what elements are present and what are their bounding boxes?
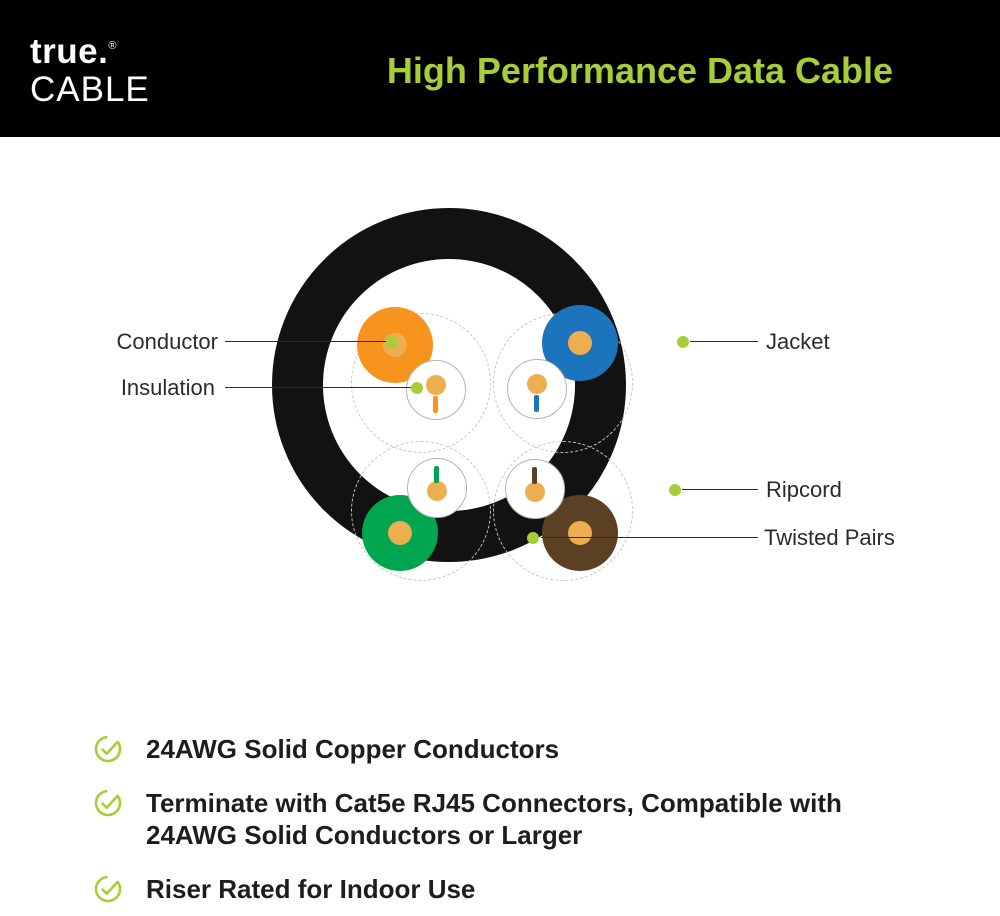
logo-text-true: true.® [30,34,150,69]
check-icon [94,735,122,763]
insulation-circle-bottom-left [407,458,467,518]
feature-item: 24AWG Solid Copper Conductors [93,733,935,766]
insulation-stripe-brown [532,467,537,484]
conductor-dot [527,374,547,394]
conductor-core-brown [568,521,592,545]
feature-text: Terminate with Cat5e RJ45 Connectors, Co… [146,787,842,851]
feature-item: Riser Rated for Indoor Use [93,873,935,906]
conductor-dot [525,482,545,502]
twisted-pairs-leader-line [541,537,758,538]
insulation-circle-top-right [507,359,567,419]
conductor-label: Conductor [116,329,218,354]
features-list: 24AWG Solid Copper Conductors Terminate … [93,733,935,916]
conductor-core-green [388,521,412,545]
conductor-dot [426,375,446,395]
conductor-core-blue [568,331,592,355]
pair-zone-bottom-left-dashed-circle [351,441,491,581]
insulation-stripe-blue [534,395,539,412]
logo-text-cable: CABLE [30,70,150,109]
brand-logo: true.® CABLE [30,34,150,107]
page-title: High Performance Data Cable [386,50,894,91]
insulation-label: Insulation [120,375,215,400]
ripcord-label: Ripcord [766,477,842,502]
ripcord-marker-dot [669,484,681,496]
jacket-marker-dot [677,336,689,348]
pair-zone-bottom-right-dashed-circle [493,441,633,581]
conductor-leader-line [225,341,392,342]
check-icon [94,789,122,816]
jacket-leader-line [690,341,758,342]
insulation-stripe-green [434,466,439,483]
conductor-dot [427,481,447,501]
insulation-stripe-orange [433,396,438,413]
ripcord-leader-line [682,489,758,490]
logo-word-true: true. [30,32,109,71]
insulation-leader-line [225,387,417,388]
conductor-marker-dot [386,336,398,348]
feature-text: Riser Rated for Indoor Use [146,873,476,904]
registered-trademark-symbol: ® [108,40,117,52]
twisted-pairs-marker-dot [527,532,539,544]
insulation-circle-bottom-right [505,459,565,519]
jacket-label: Jacket [766,329,830,354]
feature-item: Terminate with Cat5e RJ45 Connectors, Co… [93,787,935,852]
feature-text: 24AWG Solid Copper Conductors [146,734,560,764]
insulation-marker-dot [411,382,423,394]
header-bar: true.® CABLE High Performance Data Cable [0,0,1000,137]
check-icon [94,875,122,902]
twisted-pairs-label: Twisted Pairs [764,525,895,550]
